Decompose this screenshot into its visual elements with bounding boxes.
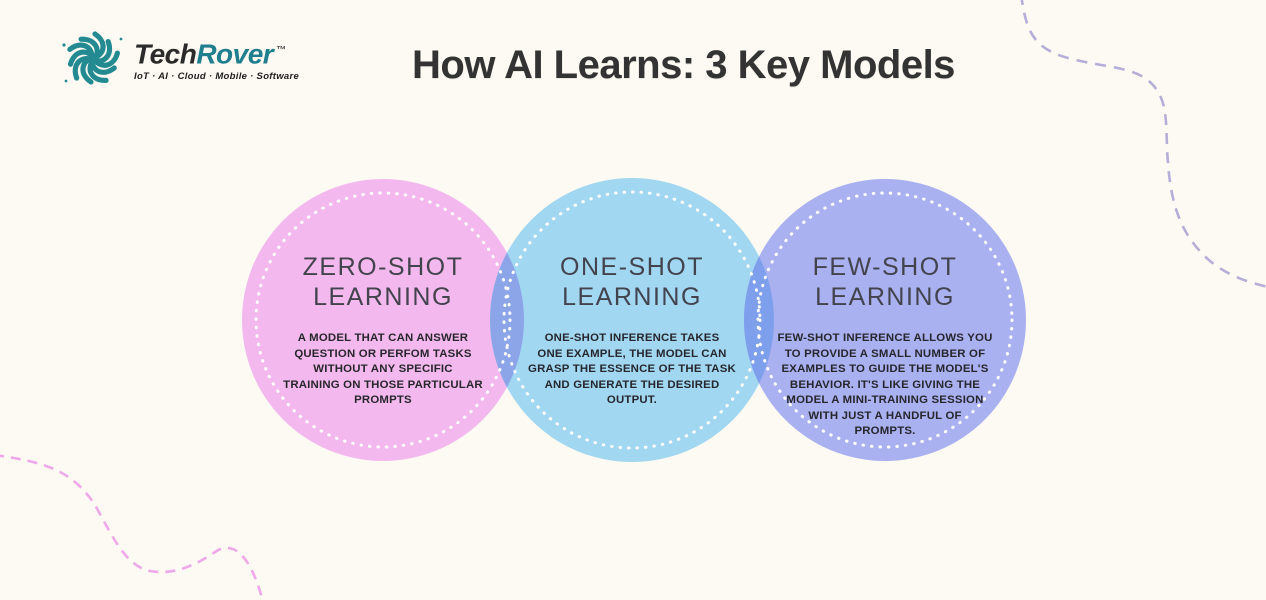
one-shot-circle: [490, 178, 774, 462]
brand-name-rover: Rover: [196, 38, 274, 70]
page-title: How AI Learns: 3 Key Models: [412, 43, 955, 87]
brand-name-tech: Tech: [134, 38, 197, 70]
few-shot-circle: [744, 179, 1026, 461]
zero-shot-dotted-border-icon: [254, 191, 512, 449]
trademark-symbol: ™: [276, 44, 286, 56]
few-shot-dotted-border-icon: [756, 191, 1014, 449]
zero-shot-circle: [242, 179, 524, 461]
brand-tagline: IoT · AI · Cloud · Mobile · Software: [134, 71, 300, 83]
techrover-knot-icon: [62, 31, 123, 85]
one-shot-dotted-border-icon: [502, 190, 762, 450]
